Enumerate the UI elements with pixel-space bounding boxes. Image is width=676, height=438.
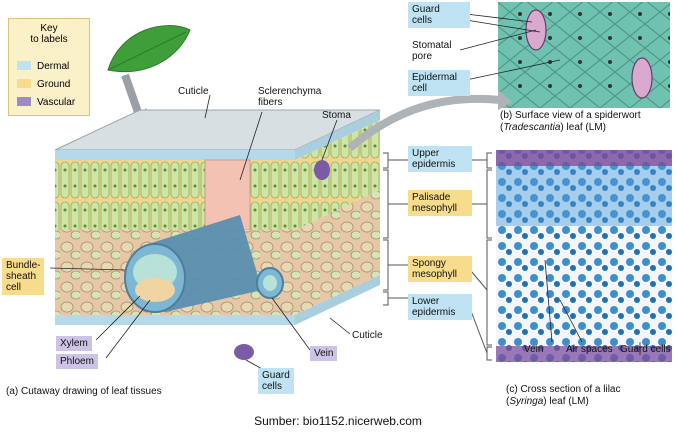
key-item-ground: Ground [17, 79, 70, 90]
label-palisade-mesophyll: Palisade mesophyll [408, 190, 472, 216]
caption-b-line1: (b) Surface view of a spiderwort [500, 110, 641, 121]
key-item-dermal: Dermal [17, 61, 69, 72]
label-guard-a-line1: Guard [262, 370, 290, 381]
label-bundle-line1: Bundle- [6, 260, 41, 271]
label-guard-b-line1: Guard [412, 4, 440, 15]
label-sclerenchyma-line1: Sclerenchyma [258, 86, 322, 97]
label-guard-cells-a: Guard cells [258, 368, 294, 394]
label-epidermal-line1: Epidermal [412, 72, 458, 83]
caption-a: (a) Cutaway drawing of leaf tissues [6, 386, 162, 397]
caption-b-paren-open: ( [500, 122, 504, 133]
label-sclerenchyma-line2: fibers [258, 97, 283, 108]
label-epidermal-cell: Epidermal cell [408, 70, 470, 96]
label-guard-a-line2: cells [262, 381, 283, 392]
label-air-spaces: Air spaces [566, 344, 613, 355]
label-vein: Vein [310, 346, 338, 361]
caption-b-species: Tradescantia [503, 122, 561, 133]
label-palisade-line1: Palisade [412, 192, 451, 203]
label-guard-b-line2: cells [412, 15, 433, 26]
label-spongy-mesophyll: Spongy mesophyll [408, 256, 472, 282]
label-spongy-line1: Spongy [412, 258, 446, 269]
label-epidermal-line2: cell [412, 83, 428, 94]
label-cuticle-top: Cuticle [178, 86, 209, 97]
label-stomatal-pore: Stomatal pore [412, 40, 451, 62]
label-stomatal-line1: Stomatal [412, 40, 452, 51]
label-lower-line2: epidermis [412, 307, 456, 318]
label-palisade-line2: mesophyll [412, 203, 458, 214]
key-label-ground: Ground [37, 79, 71, 90]
label-xylem: Xylem [56, 336, 92, 351]
key-title-line2: to labels [30, 34, 68, 45]
caption-b-suffix: ) leaf (LM) [560, 122, 606, 133]
label-cuticle-bottom: Cuticle [352, 330, 383, 341]
leaf-block-cutaway [54, 109, 381, 360]
caption-b: (b) Surface view of a spiderwort (Trades… [500, 110, 641, 134]
label-phloem: Phloem [56, 354, 98, 369]
leader-lines [49, 13, 641, 371]
label-lower-line1: Lower [412, 296, 440, 307]
caption-c: (c) Cross section of a lilac (Syringa) l… [506, 384, 620, 408]
source-credit: Sumber: bio1152.nicerweb.com [254, 414, 422, 428]
label-sclerenchyma: Sclerenchyma fibers [258, 86, 321, 108]
label-guard-cells-b: Guard cells [408, 2, 470, 28]
label-vein-c: Vein [524, 344, 544, 355]
label-bundle-line2: sheath [6, 271, 37, 282]
vascular-swatch [17, 97, 31, 106]
dermal-swatch [17, 61, 31, 70]
ground-swatch [17, 79, 31, 88]
label-spongy-line2: mesophyll [412, 269, 458, 280]
key-item-vascular: Vascular [17, 97, 75, 108]
key-label-vascular: Vascular [37, 97, 76, 108]
label-upper-epidermis: Upper epidermis [408, 146, 472, 172]
label-stomatal-line2: pore [412, 51, 433, 62]
label-stoma: Stoma [322, 110, 351, 121]
caption-c-paren-open: ( [506, 396, 510, 407]
key-title: Key to labels [9, 23, 89, 45]
caption-c-species: Syringa [509, 396, 544, 407]
label-bundle-line3: cell [6, 282, 22, 293]
key-label-dermal: Dermal [37, 61, 70, 72]
legend-key: Key to labels Dermal Ground Vascular [8, 18, 90, 116]
label-guard-cells-c: Guard cells [620, 344, 671, 355]
caption-c-line1: (c) Cross section of a lilac [506, 384, 621, 395]
label-lower-epidermis: Lower epidermis [408, 294, 472, 320]
label-bundle-sheath-cell: Bundle- sheath cell [2, 258, 45, 295]
label-upper-line1: Upper [412, 148, 440, 159]
cross-section-micrograph [496, 150, 672, 362]
label-upper-line2: epidermis [412, 159, 456, 170]
caption-c-suffix: ) leaf (LM) [543, 396, 589, 407]
key-title-line1: Key [40, 23, 58, 34]
